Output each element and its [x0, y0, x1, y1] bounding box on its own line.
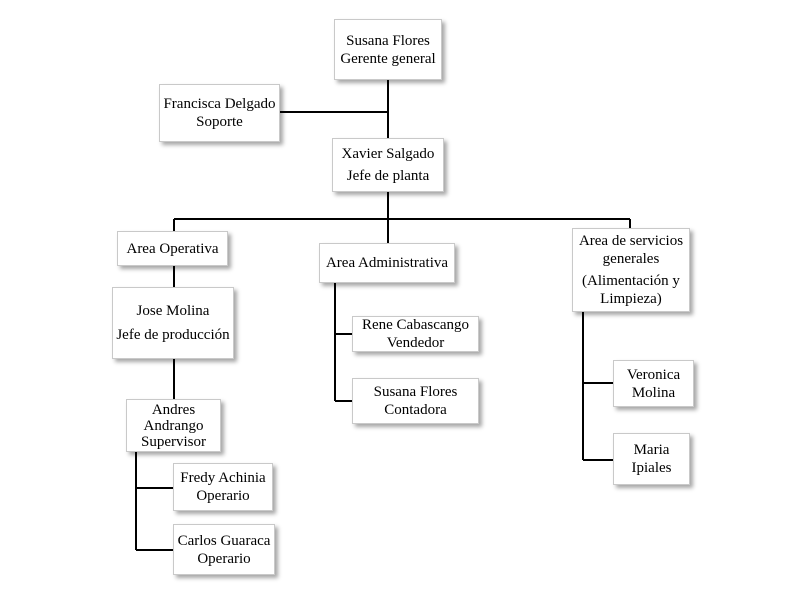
node-label-line: Veronica — [626, 366, 681, 383]
node-area-servicios-generales: Area de servicios generales (Alimentació… — [572, 228, 690, 312]
node-label: Area Administrativa — [325, 255, 449, 271]
node-role: Operario — [197, 550, 251, 567]
node-gerente-general: Susana Flores Gerente general — [334, 19, 442, 80]
node-label-line: Andrango — [143, 417, 204, 434]
node-role: Gerente general — [340, 50, 436, 67]
node-label-line: Area de servicios — [578, 233, 684, 249]
node-label-line: (Alimentación y — [582, 273, 680, 289]
node-label-line: Molina — [631, 384, 676, 401]
node-label-line: generales — [602, 251, 660, 267]
node-name: Fredy Achinia — [180, 470, 266, 486]
node-name: Jose Molina — [136, 303, 210, 319]
node-operario-fredy-achinia: Fredy Achinia Operario — [173, 463, 273, 511]
node-role: Contadora — [384, 402, 447, 418]
node-name: Carlos Guaraca — [177, 532, 271, 549]
node-role: Jefe de planta — [346, 168, 430, 184]
node-supervisor: Andres Andrango Supervisor — [126, 399, 221, 452]
node-name: Susana Flores — [346, 32, 430, 49]
node-vendedor: Rene Cabascango Vendedor — [352, 316, 479, 352]
node-label: Area Operativa — [126, 240, 219, 257]
node-name: Francisca Delgado — [163, 96, 276, 112]
node-role: Jefe de producción — [116, 327, 230, 343]
node-servicios-maria-ipiales: Maria Ipiales — [613, 433, 690, 485]
node-role: Operario — [196, 488, 250, 504]
node-soporte: Francisca Delgado Soporte — [159, 84, 280, 142]
node-area-operativa: Area Operativa — [117, 231, 228, 266]
node-role: Vendedor — [386, 335, 445, 351]
node-label-line: Andres — [151, 401, 196, 418]
node-label-line: Maria — [633, 442, 670, 458]
node-label-line: Ipiales — [631, 460, 672, 476]
node-label-line: Supervisor — [141, 433, 206, 450]
node-name: Rene Cabascango — [361, 317, 470, 333]
node-operario-carlos-guaraca: Carlos Guaraca Operario — [173, 524, 275, 575]
node-contadora: Susana Flores Contadora — [352, 378, 479, 424]
node-area-administrativa: Area Administrativa — [319, 243, 455, 283]
node-name: Xavier Salgado — [341, 146, 435, 162]
node-jefe-de-produccion: Jose Molina Jefe de producción — [112, 287, 234, 359]
node-jefe-de-planta: Xavier Salgado Jefe de planta — [332, 138, 444, 192]
node-name: Susana Flores — [373, 384, 458, 400]
node-servicios-veronica-molina: Veronica Molina — [613, 360, 694, 407]
node-label-line: Limpieza) — [600, 291, 662, 307]
node-role: Soporte — [196, 114, 243, 130]
